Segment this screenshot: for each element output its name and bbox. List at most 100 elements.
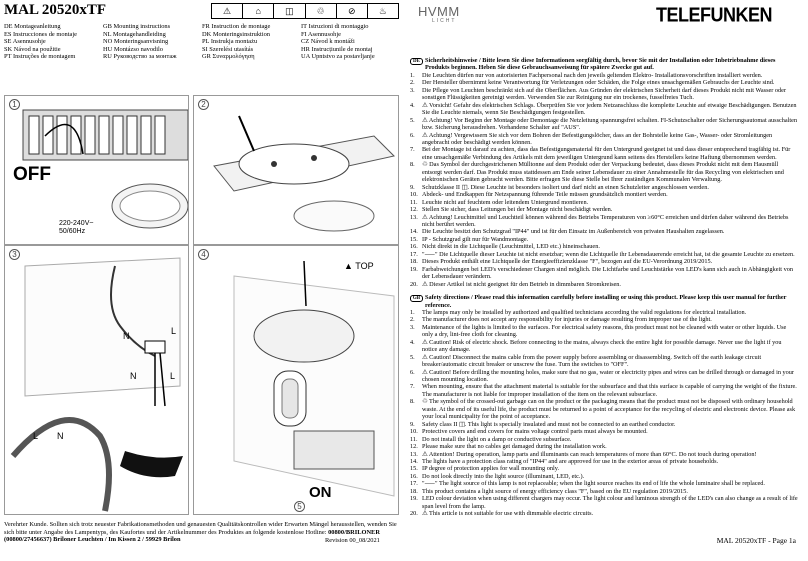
language-entry: UA Upntstvo za postavljanje — [301, 53, 375, 61]
breaker-off-illustration — [22, 109, 188, 229]
item-text: "⸺" The light source of this lamp is not… — [422, 480, 765, 488]
gb-safety-item: 14.The lights have a protection class ra… — [410, 458, 798, 465]
language-entry: PL Instrukja montażu — [202, 38, 258, 46]
item-text: IP - Schutzgrad gilt nur für Wandmontage… — [422, 235, 529, 243]
item-number: 3. — [410, 323, 415, 331]
gb-safety-item: 7. When mounting, ensure that the attachm… — [410, 383, 798, 398]
waste-bin-icon: ♲ — [306, 4, 337, 18]
gb-safety-item: 4.⚠ Caution! Risk of electric shock. Bef… — [410, 339, 798, 354]
revision: Revision 00_08/2021 — [325, 537, 380, 544]
item-text: Farbabweichungen bei LED's verschiedener… — [422, 265, 793, 281]
item-number: 10. — [410, 191, 418, 199]
voltage-line-2: 50/60Hz — [59, 228, 86, 235]
item-number: 14. — [410, 228, 418, 236]
gb-safety-item: 8.♲ The symbol of the crossed-out garbag… — [410, 398, 798, 420]
item-text: Please make sure that no cables get dama… — [422, 443, 607, 451]
hvmm-logo-sub: LICHT — [432, 18, 457, 24]
top-arrow-label: ▲ TOP — [344, 261, 374, 271]
on-label: ON — [309, 484, 332, 501]
gb-safety-item: 18. This product contains a light source … — [410, 488, 798, 495]
item-text: Dieses Produkt enthält eine Lichtquelle … — [422, 258, 713, 266]
item-text: When mounting, ensure that the attachmen… — [422, 383, 797, 398]
language-entry: HU Montázso navodilo — [103, 45, 163, 53]
item-number: 2. — [410, 316, 415, 324]
temperature-icon: ♨ — [378, 6, 387, 16]
item-text: This product contains a light source of … — [422, 487, 688, 495]
item-number: 4. — [410, 338, 415, 346]
item-text: ⚠ This article is not suitable for use w… — [422, 510, 594, 518]
item-number: 8. — [410, 161, 415, 169]
hotline: 00800/BRILONER (00800/27456637) Briloner… — [4, 528, 380, 544]
gb-safety-item: 9.Safety class II ◫. This light is speci… — [410, 421, 798, 428]
no-dimmer-icon: ⊘ — [337, 4, 368, 18]
item-text: ⚠ Caution! Disconnect the mains cable fr… — [422, 353, 762, 369]
de-safety-item: 13. ⚠ Achtung! Leuchtmittel und Leuchttei… — [410, 214, 798, 229]
item-text: The lights have a protection class ratin… — [422, 458, 719, 466]
de-flag-icon: DE — [410, 58, 423, 65]
item-number: 10. — [410, 428, 418, 436]
item-number: 17. — [410, 250, 418, 258]
item-text: Leuchte nicht auf feuchtem oder leitende… — [422, 198, 589, 206]
item-text: Protective covers and end covers for mai… — [422, 428, 648, 436]
de-safety-item: 9.Schutzklasse II ◫. Diese Leuchte ist b… — [410, 184, 798, 191]
item-number: 15. — [410, 235, 418, 243]
item-text: Der Hersteller übernimmt keine Verantwor… — [422, 79, 775, 87]
item-text: ⚠ Achtung! Vergewissern Sie sich vor dem… — [422, 131, 773, 146]
item-text: The lamps may only be installed by autho… — [422, 308, 747, 316]
item-number: 18. — [410, 487, 418, 495]
item-number: 20. — [410, 280, 418, 288]
item-number: 1. — [410, 71, 415, 79]
gb-safety-item: 19.LED colour deviation when using diffe… — [410, 495, 798, 510]
item-text: IP degree of protection applies for wall… — [422, 465, 560, 473]
language-entry: GB Mounting instructions — [103, 23, 171, 30]
ip-icon: ⌂ — [243, 4, 275, 18]
language-entry: GR Συναρμολόγηση — [202, 53, 255, 61]
warning-icon: ⚠ — [212, 4, 244, 18]
panel-number-5: 5 — [294, 501, 305, 512]
cable-label-l: L — [33, 431, 39, 441]
diagram-panel-3: 3 N L N L L N — [4, 245, 189, 515]
item-number: 7. — [410, 383, 415, 391]
voltage-line-1: 220-240V~ — [59, 220, 94, 227]
item-text: ⚠ Attention! During operation, lamp part… — [422, 450, 757, 458]
item-number: 7. — [410, 146, 415, 154]
gb-safety-item: 3. Maintenance of the lights is limited t… — [410, 324, 798, 339]
item-text: LED colour deviation when using differen… — [422, 495, 798, 510]
item-text: Stellen Sie sicher, dass Leitungen bei d… — [422, 206, 613, 214]
item-text: Maintenance of the lights is limited to … — [422, 323, 787, 339]
item-number: 13. — [410, 213, 418, 221]
item-number: 18. — [410, 258, 418, 266]
language-entry: CZ Návod k montáži — [301, 38, 355, 46]
de-safety-item: 2.Der Hersteller übernimmt keine Verantw… — [410, 79, 798, 86]
item-text: ⚠ Vorsicht! Gefahr des elektrischen Schl… — [422, 101, 797, 117]
class-ii-icon: ◫ — [274, 4, 306, 18]
wire-label-n-2: N — [130, 371, 137, 381]
item-number: 12. — [410, 443, 418, 451]
de-safety-item: 5.⚠ Achtung! Vor Beginn der Montage oder… — [410, 117, 798, 132]
de-safety-item: 12.Stellen Sie sicher, dass Leitungen be… — [410, 206, 798, 213]
de-safety-item: 14.Die Leuchte besitzt den Schutzgrad "I… — [410, 228, 798, 235]
language-entry: SE Asennusohje — [4, 38, 46, 46]
gb-safety-item: 16.Do not look directly into the light s… — [410, 473, 798, 480]
item-number: 6. — [410, 368, 415, 376]
language-entry: HR Instrucțiunile de montaj — [301, 45, 373, 53]
panel-number: 4 — [198, 249, 209, 260]
de-safety-item: 15. IP - Schutzgrad gilt nur für Wandmont… — [410, 236, 798, 243]
item-number: 13. — [410, 450, 418, 458]
page-number: MAL 20520xTF - Page 1a — [716, 536, 796, 545]
gb-safety-item: 6.⚠ Caution! Before drilling the mountin… — [410, 369, 798, 384]
de-safety-item: 8.♲ Das Symbol der durchgestrichenen Mül… — [410, 161, 798, 183]
customer-note-text: Verehrter Kunde. Sollten sich trotz neue… — [4, 521, 397, 536]
item-text: ⚠ Achtung! Leuchtmittel und Leuchtteil k… — [422, 213, 789, 228]
de-safety-item: 11.Leuchte nicht auf feuchtem oder leite… — [410, 199, 798, 206]
wiring-illustration — [10, 257, 183, 512]
arrow-up-icon: ▲ — [344, 261, 353, 271]
wire-label-n: N — [123, 331, 130, 341]
item-text: Schutzklasse II ◫. Diese Leuchte ist bes… — [422, 183, 709, 191]
item-text: Die Pflege von Leuchten beschränkt sich … — [422, 86, 787, 102]
de-safety-list: 1.Die Leuchten dürfen nur von autorisier… — [410, 72, 798, 288]
diagram-panel-4: 4 ▲ TOP 5 ON — [193, 245, 399, 515]
safety-text-column: DE Sicherheitshinweise / Bitte lesen Sie… — [410, 57, 798, 518]
item-number: 3. — [410, 86, 415, 94]
